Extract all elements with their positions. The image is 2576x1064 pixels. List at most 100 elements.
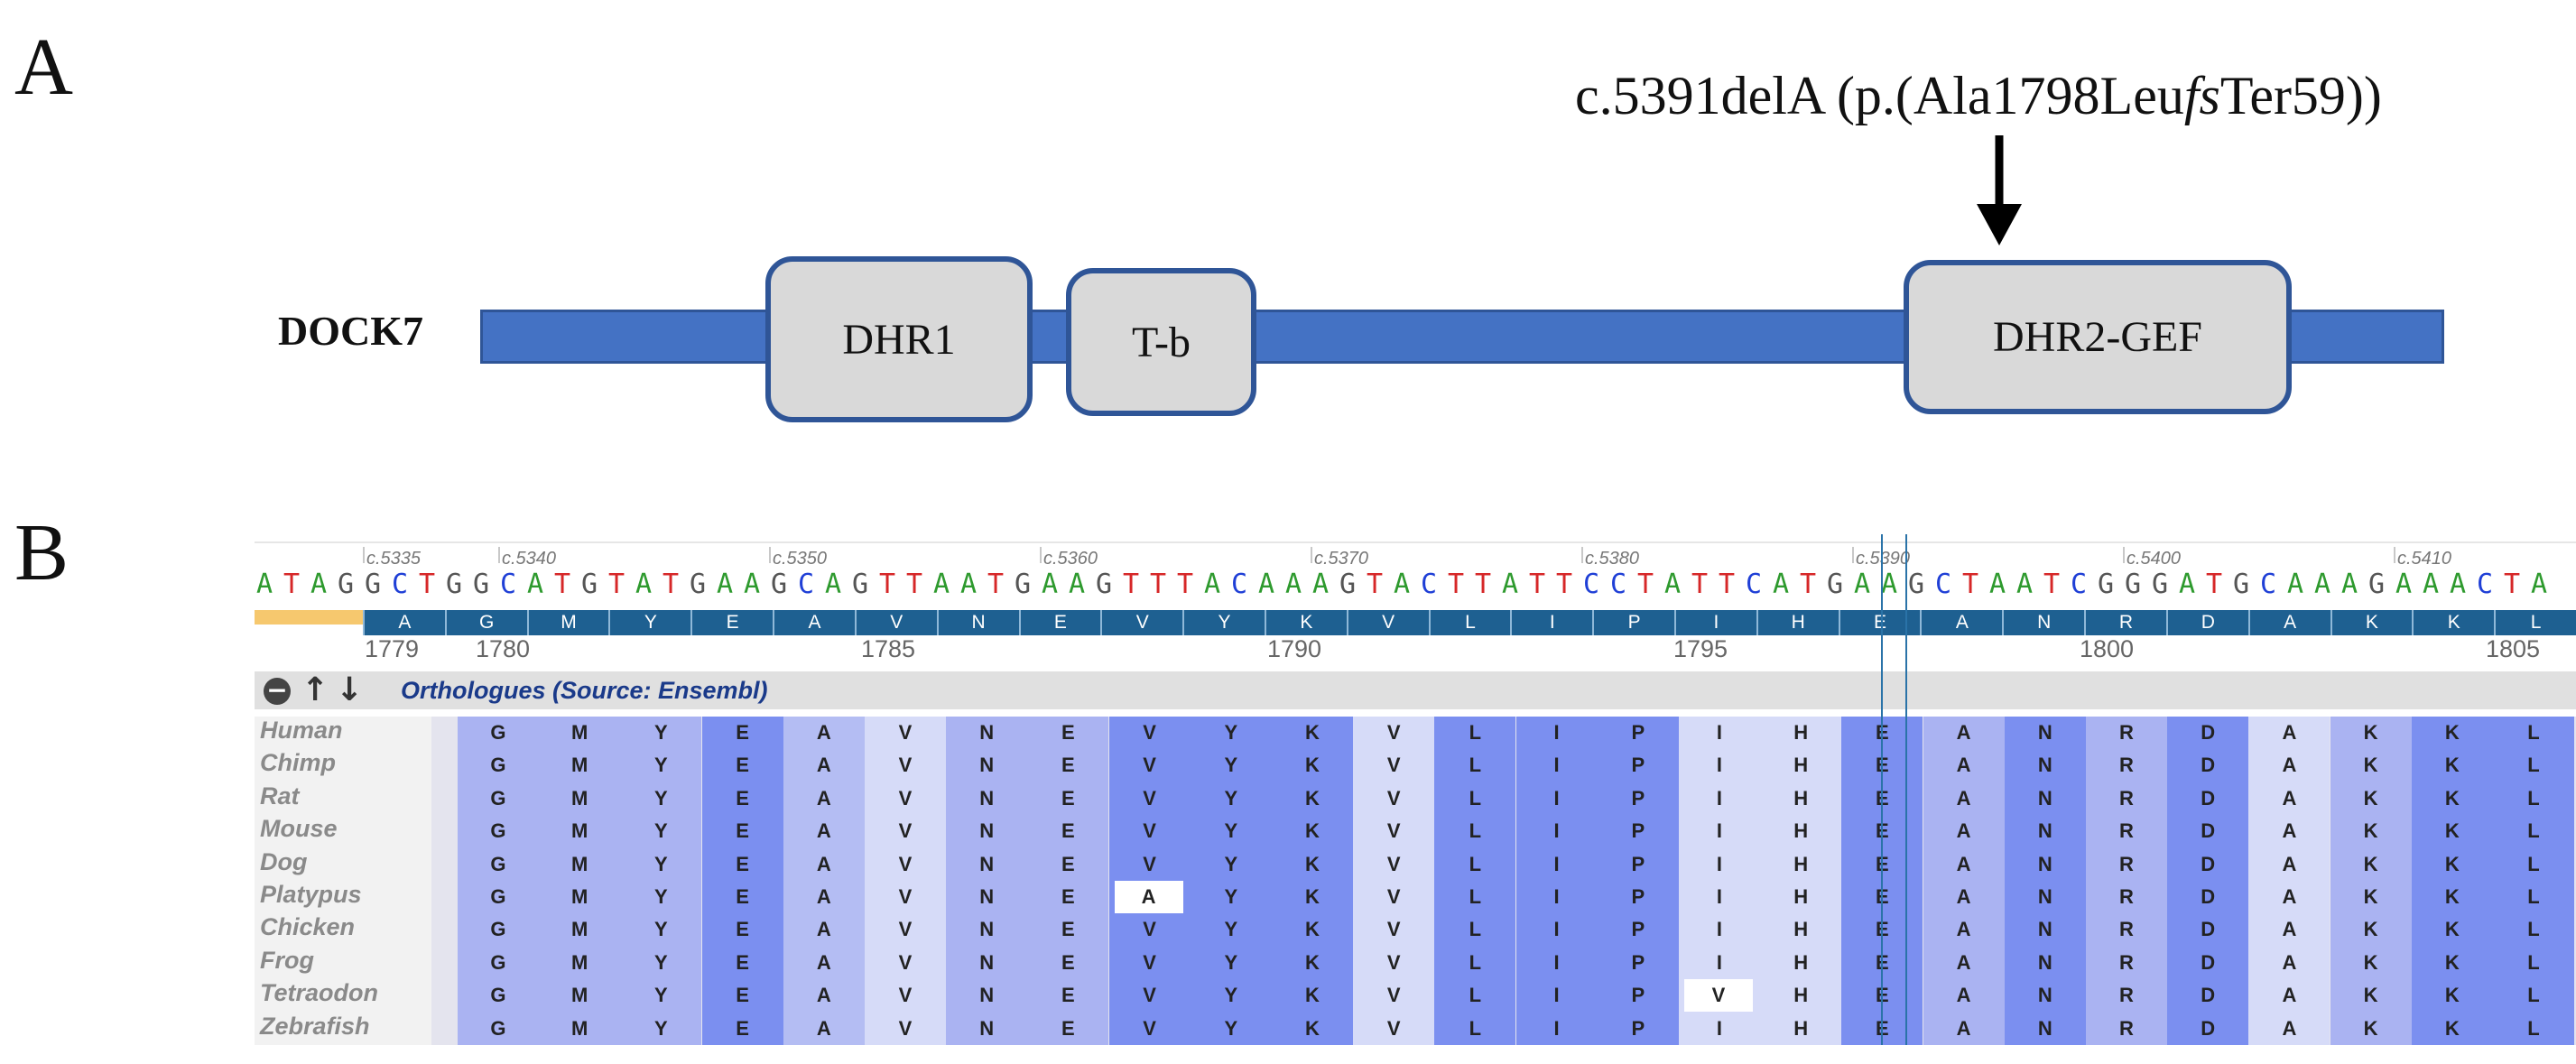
alignment-residue: G — [490, 852, 506, 875]
nucleotide: A — [2395, 569, 2413, 600]
alignment-residue: A — [816, 950, 831, 974]
alignment-residue: Y — [654, 819, 668, 843]
alignment-residue: M — [571, 754, 588, 777]
alignment-residue: L — [2527, 984, 2540, 1007]
alignment-residue: L — [1469, 721, 1482, 744]
alignment-residue: L — [1469, 819, 1482, 843]
ruler-line — [255, 541, 2576, 543]
alignment-residue: A — [2282, 754, 2297, 777]
alignment-residue: K — [2363, 885, 2378, 908]
alignment-residue: N — [2037, 754, 2052, 777]
species-name: Human — [260, 717, 343, 744]
nucleotide: T — [1718, 569, 1736, 600]
alignment-residue: G — [490, 754, 506, 777]
alignment-residue: R — [2119, 950, 2134, 974]
nucleotide: A — [743, 569, 761, 600]
nucleotide: A — [716, 569, 734, 600]
alignment-residue: M — [571, 819, 588, 843]
alignment-residue: N — [2037, 786, 2052, 810]
alignment-residue: P — [1631, 819, 1645, 843]
alignment-residue: R — [2119, 786, 2134, 810]
alignment-residue: M — [571, 885, 588, 908]
nucleotide: A — [635, 569, 653, 600]
nucleotide: C — [1420, 569, 1438, 600]
alignment-residue: A — [1956, 1016, 1971, 1040]
alignment-residue: R — [2119, 918, 2134, 941]
alignment-residue: I — [1553, 721, 1560, 744]
alignment-residue: V — [1386, 754, 1401, 777]
alignment-residue: A — [1114, 881, 1183, 913]
alignment-residue: R — [2119, 984, 2134, 1007]
alignment-residue: M — [571, 918, 588, 941]
nucleotide: G — [337, 569, 355, 600]
alignment-residue: A — [816, 819, 831, 843]
alignment-residue: H — [1793, 852, 1809, 875]
domain-label: DHR1 — [842, 315, 956, 364]
arrow-up-icon[interactable]: ↑ — [301, 671, 329, 708]
alignment-residue: V — [1386, 721, 1401, 744]
alignment-residue: A — [2282, 852, 2297, 875]
orthologues-title: Orthologues (Source: Ensembl) — [401, 677, 768, 704]
alignment-residue: A — [2282, 819, 2297, 843]
alignment-residue: K — [2444, 721, 2460, 744]
nucleotide: A — [2178, 569, 2196, 600]
coordinate-label: c.5400 — [2127, 549, 2182, 569]
alignment-residue: I — [1716, 1016, 1723, 1040]
panel-a-label: A — [14, 23, 73, 112]
alignment-residue: Y — [654, 786, 668, 810]
alignment-residue: D — [2201, 819, 2216, 843]
amino-acid-cell: N — [2002, 610, 2084, 635]
alignment-residue: M — [571, 984, 588, 1007]
coordinate-label: c.5380 — [1585, 549, 1640, 569]
gene-name: DOCK7 — [278, 308, 423, 354]
nucleotide: A — [1853, 569, 1871, 600]
domain-dhr1: DHR1 — [765, 256, 1033, 422]
alignment-residue: N — [979, 786, 995, 810]
alignment-residue: L — [1469, 1016, 1482, 1040]
nucleotide: A — [1203, 569, 1221, 600]
arrow-down-icon[interactable]: ↓ — [336, 671, 364, 708]
nucleotide: G — [364, 569, 382, 600]
alignment-residue: P — [1631, 786, 1645, 810]
nucleotide: A — [2340, 569, 2358, 600]
species-name: Dog — [260, 847, 308, 875]
nucleotide: T — [607, 569, 625, 600]
amino-acid-cell: I — [1674, 610, 1756, 635]
alignment-residue: D — [2201, 754, 2216, 777]
amino-acid-cell: A — [363, 610, 445, 635]
alignment-residue: N — [979, 918, 995, 941]
alignment-residue: K — [2363, 754, 2378, 777]
alignment-residue: Y — [1224, 1016, 1238, 1040]
minus-circle-icon[interactable]: − — [264, 678, 291, 705]
alignment-residue: L — [2527, 950, 2540, 974]
alignment-residue: Y — [1224, 918, 1238, 941]
alignment-residue: I — [1553, 754, 1560, 777]
alignment-residue: A — [1956, 984, 1971, 1007]
ruler-tick — [1040, 547, 1042, 563]
alignment-residue: E — [736, 754, 749, 777]
nucleotide: T — [1474, 569, 1492, 600]
alignment-residue: N — [979, 984, 995, 1007]
alignment-residue: N — [2037, 819, 2052, 843]
nucleotide: C — [1609, 569, 1627, 600]
alignment-residue: D — [2201, 950, 2216, 974]
alignment-residue: A — [1956, 950, 1971, 974]
mutation-fs: fs — [2183, 66, 2220, 125]
nucleotide: C — [797, 569, 815, 600]
alignment-residue: V — [898, 819, 913, 843]
alignment-residue: D — [2201, 786, 2216, 810]
alignment-residue: I — [1716, 885, 1723, 908]
alignment-residue: R — [2119, 885, 2134, 908]
alignment-residue: M — [571, 786, 588, 810]
alignment-residue: H — [1793, 786, 1809, 810]
nucleotide: A — [1041, 569, 1059, 600]
alignment-residue: K — [2444, 852, 2460, 875]
alignment-residue: Y — [1224, 852, 1238, 875]
